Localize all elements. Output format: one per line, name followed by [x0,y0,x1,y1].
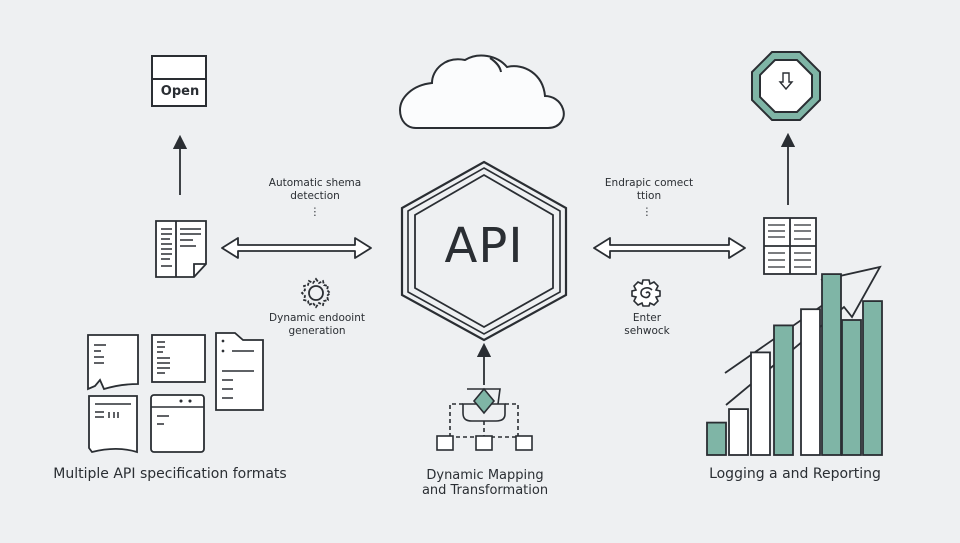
section-title-spec-formats: Multiple API specification formats [53,466,287,482]
document-icon [155,220,207,278]
bidirectional-arrow-left [221,237,372,259]
spec-doc-1 [87,334,139,391]
bar-1 [706,421,727,456]
spec-doc-5 [150,394,205,453]
open-button[interactable]: Open [160,84,200,99]
schema-detection-label: Automatic shema detection [268,177,362,202]
endpoint-generation-label: Dynamic endooint generation [269,312,365,337]
mapping-flow-icon [436,387,533,451]
right-connector-marker: ⋮ [641,206,653,218]
bar-3 [750,351,771,456]
section-title-mapping-line1: Dynamic Mapping [426,468,544,483]
bar-6 [821,273,842,456]
bidirectional-arrow-right [593,237,746,259]
api-label: API [444,218,524,274]
enter-network-label: Enter sehwock [624,312,670,337]
hexagon-api-icon[interactable] [400,160,568,342]
bar-8 [862,300,883,456]
cloud-icon [398,54,565,129]
spec-formats-icons [87,332,264,454]
left-connector-marker: ⋮ [309,206,321,218]
window-open-icon[interactable] [151,55,207,107]
spec-doc-4 [88,395,138,454]
bar-2 [728,408,749,456]
octagon-download-icon[interactable] [751,51,821,121]
gear-icon [300,277,332,309]
bar-4 [773,324,794,456]
gear-swirl-icon [631,279,661,307]
section-title-logging: Logging a and Reporting [709,466,881,482]
bar-chart [706,273,883,456]
bar-7 [841,319,862,456]
section-title-mapping-line2: and Transformation [421,483,549,498]
log-grid-icon [763,217,817,275]
bar-5 [800,308,821,456]
connection-label: Endrapic comect ttion [604,177,694,202]
